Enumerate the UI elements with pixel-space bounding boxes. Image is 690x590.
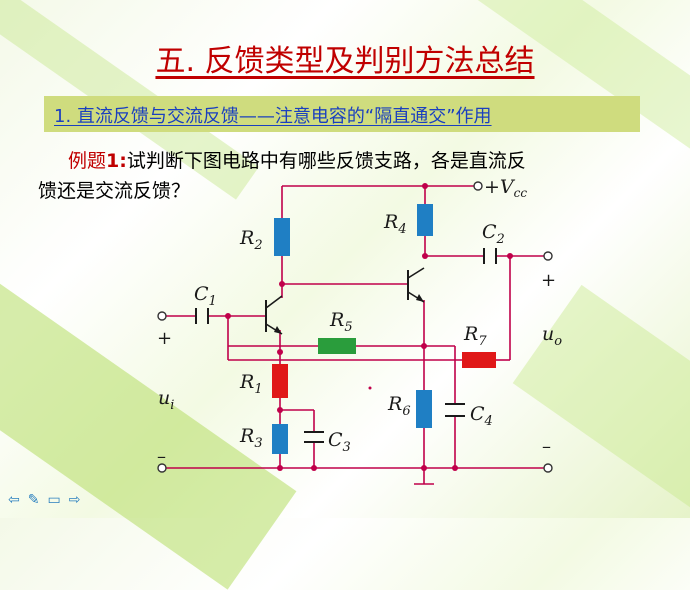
- slide-subtitle: 1. 直流反馈与交流反馈——注意电容的“隔直通交”作用: [54, 106, 492, 127]
- input-plus-sign: +: [157, 328, 172, 349]
- output-plus-sign: +: [541, 270, 556, 291]
- slide-title: 五. 反馈类型及判别方法总结: [155, 44, 535, 79]
- label-uo: uo: [542, 323, 562, 349]
- label-r2: R2: [239, 227, 263, 253]
- resistor-r5: [318, 338, 356, 354]
- t2-emitter-arrow: [416, 294, 424, 302]
- circuit-diagram: +Vcc R2 R4 C2 C1 R5 R7 R1 R3 C3 R6 C4 ui…: [157, 176, 562, 485]
- label-ui: ui: [158, 387, 174, 413]
- terminals: [157, 181, 553, 473]
- problem-label: 例题1:: [68, 150, 127, 172]
- resistor-r7: [462, 352, 496, 368]
- label-c1: C1: [194, 283, 217, 309]
- junction-dots: [225, 183, 513, 471]
- label-r7: R7: [463, 323, 487, 349]
- resistor-r4: [417, 204, 433, 236]
- resistor-r1: [272, 364, 288, 398]
- subtitle-band: [44, 96, 640, 132]
- slide-nav: ⇦✎▭⇨: [8, 492, 88, 508]
- label-r3: R3: [239, 425, 263, 451]
- menu-icon[interactable]: ▭: [47, 492, 65, 508]
- vcc-label: +Vcc: [484, 176, 527, 200]
- prev-slide-icon[interactable]: ⇦: [8, 492, 24, 508]
- problem-text-1: 试判断下图电路中有哪些反馈支路，各是直流反: [126, 150, 526, 172]
- input-minus-sign: –: [157, 446, 166, 467]
- pen-icon[interactable]: ✎: [27, 492, 44, 508]
- output-minus-sign: –: [542, 436, 551, 457]
- problem-line-2: 馈还是交流反馈？: [38, 180, 191, 202]
- label-r6: R6: [387, 393, 411, 419]
- label-r5: R5: [329, 309, 353, 335]
- label-c2: C2: [482, 221, 505, 247]
- next-slide-icon[interactable]: ⇨: [68, 492, 85, 508]
- problem-line-1: 例题1:试判断下图电路中有哪些反馈支路，各是直流反: [68, 146, 526, 173]
- label-c4: C4: [470, 403, 493, 429]
- label-r4: R4: [383, 211, 407, 237]
- resistor-r3: [272, 424, 288, 454]
- label-r1: R1: [239, 371, 263, 397]
- label-c3: C3: [328, 429, 351, 455]
- t1-emitter-arrow: [274, 326, 282, 334]
- resistor-r2: [274, 218, 290, 256]
- resistor-r6: [416, 390, 432, 428]
